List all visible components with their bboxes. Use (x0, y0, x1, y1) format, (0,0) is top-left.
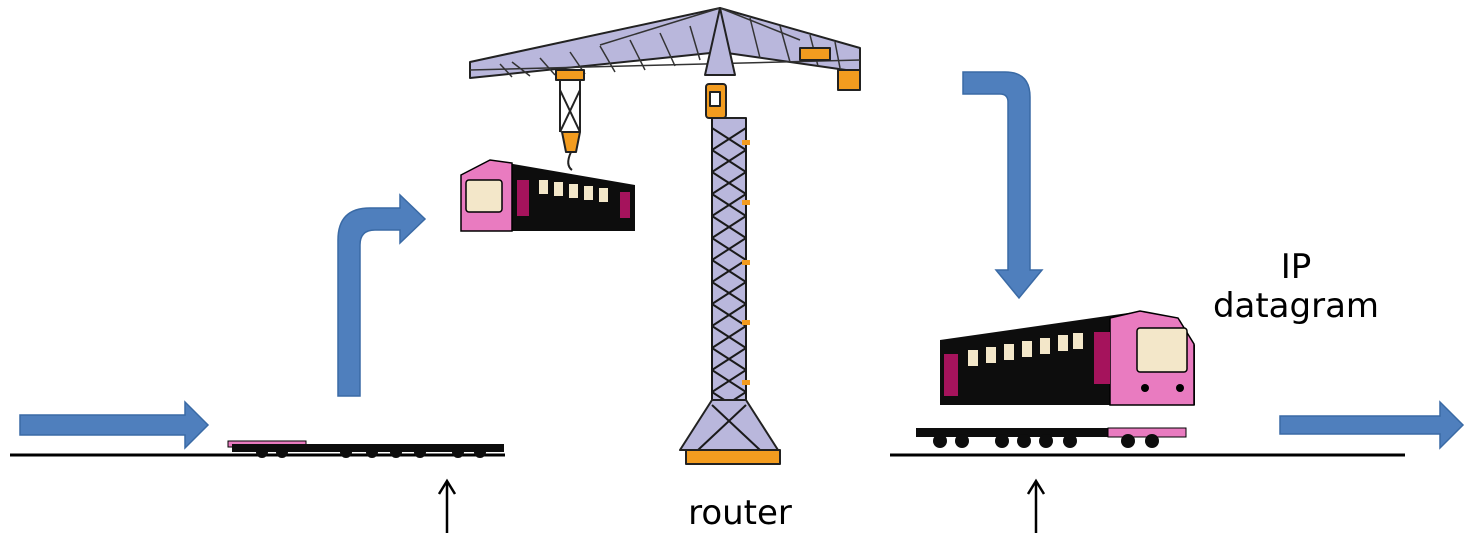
ip-datagram-label-line1: IP (1280, 247, 1312, 287)
pointer-arrow-left-icon (437, 478, 457, 533)
ip-datagram-label-line2: datagram (1212, 286, 1380, 327)
flow-arrow-drop-icon (962, 71, 1044, 300)
ip-datagram-label: IP datagram (1196, 247, 1396, 327)
flatcar-empty-icon (227, 440, 504, 458)
flow-arrow-outgoing-icon (1279, 400, 1465, 450)
flow-arrow-incoming-icon (19, 400, 210, 450)
pointer-arrow-right-icon (1026, 478, 1046, 533)
train-car-lifted-icon (460, 159, 635, 232)
router-label: router (688, 493, 792, 533)
crane-icon (469, 7, 861, 465)
train-car-delivered-icon (916, 310, 1195, 448)
flow-arrow-lift-icon (337, 193, 427, 397)
